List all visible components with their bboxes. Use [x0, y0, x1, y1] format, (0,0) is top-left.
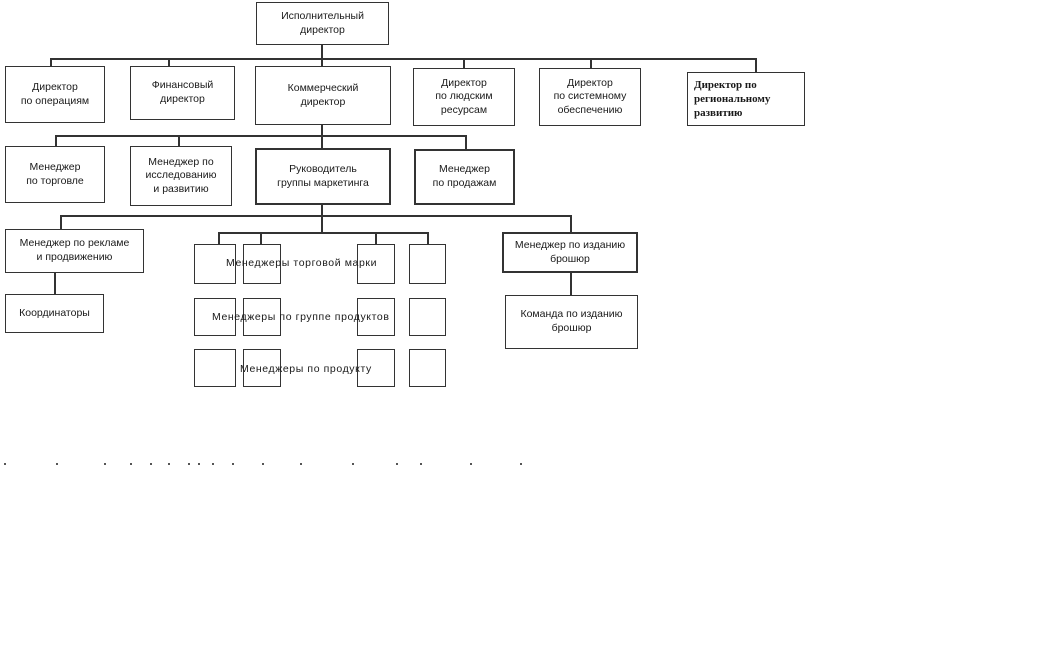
matrix-cell: [409, 349, 446, 387]
connector: [570, 273, 572, 295]
matrix-cell: [409, 298, 446, 336]
matrix-cell: [194, 349, 236, 387]
connector: [570, 215, 572, 232]
connector: [218, 232, 428, 234]
connector: [427, 232, 429, 244]
connector: [755, 58, 757, 72]
node-sales-manager: Менеджер по продажам: [414, 149, 515, 205]
node-rnd-manager: Менеджер по исследованию и развитию: [130, 146, 232, 206]
node-brochure-team: Команда по изданию брошюр: [505, 295, 638, 349]
node-systems-director: Директор по системному обеспечению: [539, 68, 641, 126]
node-hr-director: Директор по людским ресурсам: [413, 68, 515, 126]
connector: [465, 135, 467, 149]
node-marketing-head: Руководитель группы маркетинга: [255, 148, 391, 205]
matrix-cell: [409, 244, 446, 284]
matrix-cell: [243, 244, 281, 284]
node-coordinators: Координаторы: [5, 294, 104, 333]
matrix-cell: [194, 298, 236, 336]
connector: [60, 215, 62, 229]
matrix-cell: [243, 298, 281, 336]
scan-artifact-dots: [0, 461, 540, 467]
node-executive-director: Исполнительный директор: [256, 2, 389, 45]
connector: [54, 272, 56, 294]
node-regional-director: Директор по региональному развитию: [687, 72, 805, 126]
node-ads-manager: Менеджер по рекламе и продвижению: [5, 229, 144, 273]
connector: [50, 58, 755, 60]
node-trade-manager: Менеджер по торговле: [5, 146, 105, 203]
matrix-cell: [357, 349, 395, 387]
matrix-cell: [194, 244, 236, 284]
connector: [321, 205, 323, 232]
connector: [375, 232, 377, 244]
matrix-label-group-managers: Менеджеры по группе продуктов: [212, 311, 390, 323]
node-operations-director: Директор по операциям: [5, 66, 105, 123]
connector: [168, 58, 170, 66]
connector: [590, 58, 592, 68]
connector: [50, 58, 52, 66]
connector: [60, 215, 570, 217]
matrix-cell: [357, 244, 395, 284]
node-brochure-manager: Менеджер по изданию брошюр: [502, 232, 638, 273]
connector: [321, 44, 323, 66]
node-commercial-director: Коммерческий директор: [255, 66, 391, 125]
matrix-label-product-managers: Менеджеры по продукту: [240, 363, 372, 375]
matrix-cell: [357, 298, 395, 336]
connector: [260, 232, 262, 244]
connector: [218, 232, 220, 244]
matrix-cell: [243, 349, 281, 387]
connector: [178, 135, 180, 146]
node-finance-director: Финансовый директор: [130, 66, 235, 120]
connector: [55, 135, 57, 146]
connector: [55, 135, 465, 137]
connector: [463, 58, 465, 68]
matrix-label-brand-managers: Менеджеры торговой марки: [226, 257, 378, 269]
